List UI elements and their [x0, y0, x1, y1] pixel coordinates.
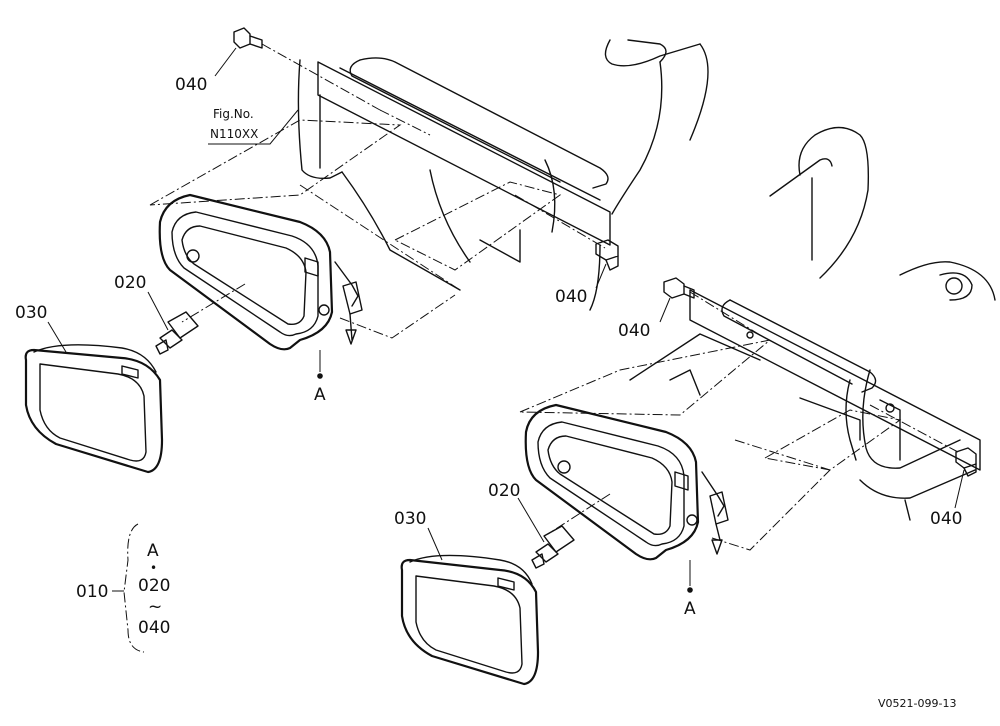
right-bulb — [531, 525, 575, 569]
right-lamp-housing — [524, 403, 729, 593]
assembly-group-010: 010 A • 020 ~ 040 — [76, 523, 170, 653]
right-frame — [519, 126, 996, 551]
callout-040-right-upper: 040 — [618, 321, 650, 341]
leader-lines — [47, 47, 965, 561]
bolt-right-upper-icon — [663, 277, 695, 299]
bolt-right-lower-icon — [955, 447, 977, 477]
callout-030-left: 030 — [15, 303, 47, 323]
assembly-item-dot: • — [150, 561, 157, 575]
assembly-item-a: A — [147, 541, 159, 561]
callout-040-right-lower: 040 — [930, 509, 962, 529]
point-a-right: A — [684, 599, 696, 619]
bolt-mid-icon — [595, 239, 619, 271]
assembly-item-040: 040 — [138, 618, 170, 638]
callout-030-right: 030 — [394, 509, 426, 529]
point-a-left: A — [314, 385, 326, 405]
callout-020-right: 020 — [488, 481, 520, 501]
bolt-top-left-icon — [233, 27, 263, 49]
left-lamp-housing — [158, 193, 363, 379]
assembly-item-tilde: ~ — [148, 597, 162, 617]
left-bulb — [155, 311, 199, 355]
fig-no-number: N110XX — [210, 127, 258, 141]
fig-no-prefix: Fig.No. — [213, 107, 254, 121]
callout-020-left: 020 — [114, 273, 146, 293]
assembly-label-010: 010 — [76, 582, 108, 602]
drawing-code: V0521-099-13 — [878, 697, 956, 710]
callout-040-top-left: 040 — [175, 75, 207, 95]
assembly-item-020: 020 — [138, 576, 170, 596]
callout-040-mid: 040 — [555, 287, 587, 307]
left-frame — [149, 39, 709, 339]
left-lens — [24, 344, 164, 474]
right-lens — [400, 554, 540, 686]
